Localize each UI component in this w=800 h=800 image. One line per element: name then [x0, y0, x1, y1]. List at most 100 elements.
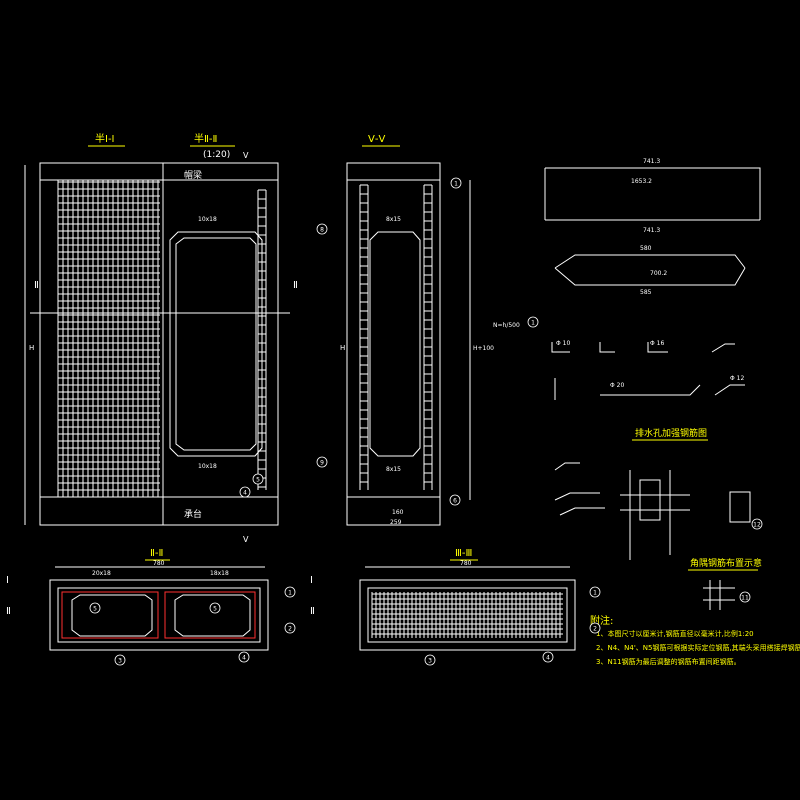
rebar-hooks-row2	[554, 378, 745, 400]
mark-V-bottom: Ⅴ	[243, 535, 249, 544]
title-half-I: 半Ⅰ-Ⅰ	[95, 132, 115, 145]
title-sec-III: Ⅲ-Ⅲ	[455, 548, 472, 559]
dim-8x15-top: 8x15	[386, 216, 401, 223]
hollow-box-outline	[169, 231, 263, 457]
mark-I-left-II: Ⅰ	[6, 575, 9, 586]
rebar-shape-1	[544, 167, 761, 220]
drain-hooks	[554, 462, 605, 516]
callout-bubble	[238, 651, 250, 663]
callout-bubble	[589, 586, 601, 598]
dim-8x15-bottom: 8x15	[386, 466, 401, 473]
mark-II-right: Ⅱ	[293, 280, 298, 291]
dim-10x18-bottom: 10x18	[198, 463, 217, 470]
callout-number: 3	[428, 658, 432, 665]
callout-number: 12	[753, 522, 761, 529]
title-V: Ⅴ-Ⅴ	[368, 134, 385, 145]
ladder-rebar-V	[359, 184, 433, 490]
corner-title: 角隅钢筋布置示意	[690, 557, 762, 569]
callout-bubble	[527, 316, 539, 328]
shape2-bottom: 585	[640, 289, 652, 296]
notes-block: 附注: 1、本图尺寸以厘米计,钢筋直径以毫米计,比例1:20 2、N4、N4'、…	[590, 614, 800, 666]
callout-number: 9	[320, 460, 324, 467]
label-top-beam: 帽梁	[184, 169, 202, 181]
callout-bubble	[589, 622, 601, 634]
section-III-III: Ⅲ-Ⅲ 780	[359, 548, 576, 651]
callout-bubble	[284, 586, 296, 598]
dim-160: 160	[392, 509, 404, 516]
callout-bubble	[450, 177, 462, 189]
title-sec-II: Ⅱ-Ⅱ	[150, 548, 163, 559]
callout-number: 6	[453, 498, 457, 505]
callout-bubble	[114, 654, 126, 666]
mark-II-left: Ⅱ	[34, 280, 39, 291]
callout-number: 5	[256, 477, 260, 484]
callout-bubble	[209, 602, 221, 614]
mark-I-right-II: Ⅰ	[310, 575, 313, 586]
note-1: 1、本图尺寸以厘米计,钢筋直径以毫米计,比例1:20	[596, 629, 754, 638]
callout-bubble	[284, 622, 296, 634]
callout-bubble	[316, 223, 328, 235]
callout-number: 4	[546, 655, 550, 662]
title-half-II: 半Ⅱ-Ⅱ	[194, 132, 217, 145]
rebar-mesh-left	[57, 180, 160, 497]
note-2: 2、N4、N4'、N5钢筋可根据实际定位钢筋,其端头采用搭接焊钢筋间交叉点上。	[596, 643, 800, 652]
callout-bubble	[239, 486, 251, 498]
callout-number: 5	[213, 606, 217, 613]
label-bottom: 承台	[184, 508, 202, 520]
section-III-outline	[359, 579, 576, 651]
shape1-mid: 1653.2	[631, 178, 652, 185]
dim-20x18: 20x18	[92, 570, 111, 577]
dim-10x18-top: 10x18	[198, 216, 217, 223]
callout-number: 2	[288, 626, 292, 633]
drain-detail	[639, 479, 661, 521]
shape1-top: 741.3	[643, 158, 660, 165]
rebar-label-1: Φ 20	[610, 382, 624, 389]
callout-number: 2	[593, 626, 597, 633]
rebar-mesh-III	[371, 592, 563, 638]
bar-note: N=h/500	[493, 322, 520, 329]
dim-H-V: H	[340, 344, 345, 352]
callout-bubble	[739, 591, 751, 603]
mark-II-left-II: Ⅱ	[6, 606, 11, 617]
callout-bubble	[542, 651, 554, 663]
callout-number: 11	[741, 595, 749, 602]
dim-H-100: H+100	[473, 345, 494, 352]
callout-bubble	[89, 602, 101, 614]
dim-780-II: 780	[153, 560, 165, 567]
mark-V-top: Ⅴ	[243, 151, 249, 160]
elevation-half-sections: 半Ⅰ-Ⅰ 半Ⅱ-Ⅱ (1:20) 帽梁 承台 10x18 10x18 Ⅱ Ⅱ Ⅴ…	[24, 132, 298, 544]
mark-II-right-II: Ⅱ	[310, 606, 315, 617]
dim-259: 259	[390, 519, 402, 526]
rebar-hooks-row1	[551, 342, 735, 353]
callout-bubble	[449, 494, 461, 506]
rebar-label-3: Φ 12	[730, 375, 744, 382]
shape1-bottom: 741.3	[643, 227, 660, 234]
callout-number: 1	[288, 590, 292, 597]
callout-number: 8	[320, 227, 324, 234]
corner-detail	[703, 580, 735, 610]
section-V-V: Ⅴ-Ⅴ 8x15 8x15 160 259 H+100 N=h/500 H	[340, 134, 520, 526]
dim-H-left: H	[29, 344, 34, 352]
ladder-rebar-right	[257, 189, 267, 490]
section-II-II: Ⅱ-Ⅱ 780 20x18 18x18 Ⅰ Ⅱ Ⅰ Ⅱ	[6, 548, 315, 651]
rebar-shape-2	[554, 254, 746, 286]
callout-number: 1	[531, 320, 535, 327]
callout-bubble	[751, 518, 763, 530]
elevation-outline	[39, 162, 279, 526]
callout-number: 3	[118, 658, 122, 665]
rebar-label-4: Φ 10	[556, 340, 570, 347]
shape2-mid: 700.2	[650, 270, 667, 277]
dim-780-III: 780	[460, 560, 472, 567]
callout-bubble	[316, 456, 328, 468]
callout-number: 1	[593, 590, 597, 597]
title-scale: (1:20)	[203, 150, 230, 160]
callout-number: 4	[243, 490, 247, 497]
callout-bubble	[252, 473, 264, 485]
callout-bubble	[424, 654, 436, 666]
section-V-outline	[346, 162, 441, 526]
callout-number: 4	[242, 655, 246, 662]
note-3: 3、N11钢筋为最后调整的钢筋布置间距钢筋。	[596, 657, 741, 666]
shape2-top: 580	[640, 245, 652, 252]
